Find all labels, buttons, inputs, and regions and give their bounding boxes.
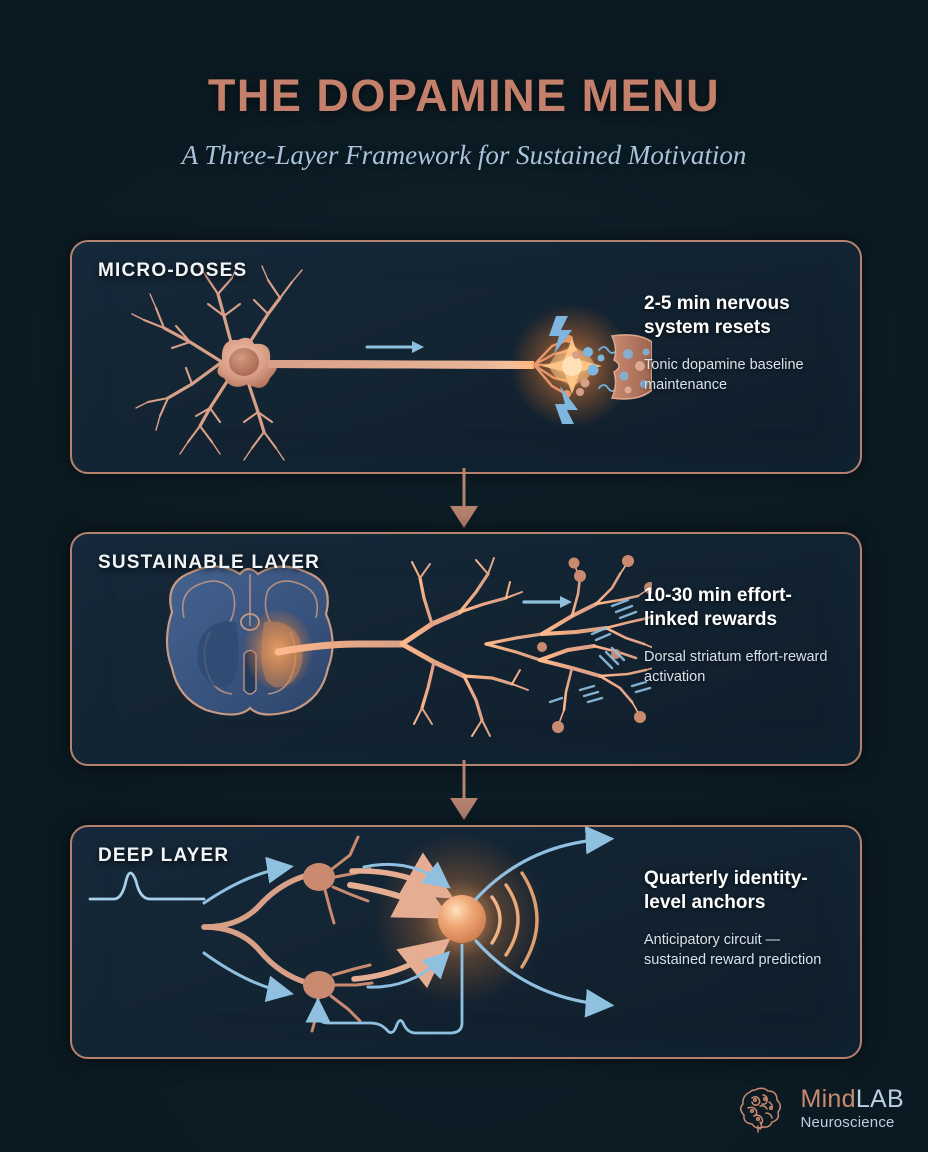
relay-neuron-lower [303,963,374,1033]
reward-broadcast-arcs [490,871,539,969]
anticipatory-circuit-illustration [79,827,615,1035]
connector-arrow-1 [450,468,478,528]
panel-label-deep-layer: DEEP LAYER [98,845,230,866]
brand-logo[interactable]: MindLAB Neuroscience [736,1082,904,1134]
logo-name-mind: Mind [800,1084,856,1113]
spike-waveform [88,871,206,901]
logo-name-lab: LAB [855,1084,904,1113]
brain-outline-icon [740,1087,782,1133]
logo-text: MindLAB Neuroscience [800,1084,904,1131]
panel-label-micro-doses: MICRO-DOSES [98,260,248,281]
brain-dendrite-illustration [165,555,652,737]
electrical-impulse-icon [549,316,578,424]
neuron-synapse-illustration [131,263,652,461]
neurotransmitter-vesicles [572,347,605,396]
panel-text-sustainable-layer: 10-30 min effort-linked rewards Dorsal s… [644,584,834,688]
panel-text-deep-layer: Quarterly identity-level anchors Anticip… [644,867,834,971]
panel-label-sustainable-layer: SUSTAINABLE LAYER [98,552,321,573]
receptor-terminals [537,555,652,733]
panel-micro-doses[interactable]: MICRO-DOSES [70,240,862,474]
panel-primary-text: 2-5 min nervous system resets [644,293,790,339]
connector-arrow-2 [450,760,478,820]
page-subtitle: A Three-Layer Framework for Sustained Mo… [181,140,747,170]
panel-text-micro-doses: 2-5 min nervous system resets Tonic dopa… [644,292,834,396]
logo-tagline: Neuroscience [800,1113,895,1131]
relay-neuron-upper [303,835,372,925]
panel-primary-text: Quarterly identity-level anchors [644,868,808,914]
coronal-brain-section [165,565,334,716]
feedback-loop [305,943,464,1035]
panel-secondary-text: Dorsal striatum effort-reward activation [644,648,828,686]
logo-name: MindLAB [800,1084,904,1113]
panel-deep-layer[interactable]: DEEP LAYER [70,825,862,1059]
reward-core-node [438,895,486,943]
panel-primary-text: 10-30 min effort-linked rewards [644,585,792,631]
panel-secondary-text: Tonic dopamine baseline maintenance [644,356,804,394]
signal-direction-arrow-2 [522,596,572,608]
header: THE DOPAMINE MENU A Three-Layer Framewor… [0,0,928,171]
signal-direction-arrow [365,341,424,353]
panel-secondary-text: Anticipatory circuit — sustained reward … [644,931,822,969]
signal-dashes [548,598,652,704]
panel-sustainable-layer[interactable]: SUSTAINABLE LAYER [70,532,862,766]
page-title: THE DOPAMINE MENU [207,70,721,121]
